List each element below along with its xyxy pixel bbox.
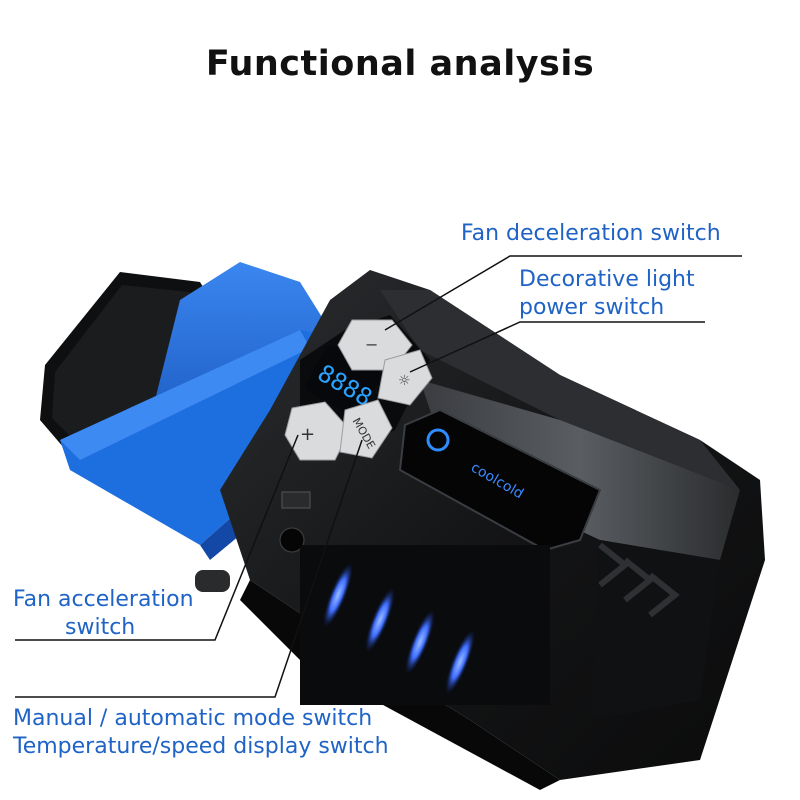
brand-badge: coolcold [398,408,602,552]
fan-deceleration-label: Fan deceleration switch [461,221,721,246]
light-icon: ☼ [398,373,411,389]
led-bar [440,627,480,697]
fan-acceleration-label-line1: Fan acceleration [13,587,194,612]
fan-acceleration-callout: Fan acceleration switch [13,586,194,642]
led-bar [318,560,358,630]
decorative-light-callout: Decorative light power switch [519,266,695,322]
fan-acceleration-label-line2: switch [65,615,136,640]
mode-display-callout: Manual / automatic mode switch Temperatu… [13,705,389,761]
fan-deceleration-callout: Fan deceleration switch [461,220,721,248]
decorative-light-label-line2: power switch [519,295,665,320]
display-switch-label: Temperature/speed display switch [13,734,389,759]
brand-logo-icon [426,428,450,452]
fan-acceleration-button[interactable]: + [284,401,351,461]
decorative-light-label-line1: Decorative light [519,267,695,292]
leader-line-decorative-light [409,321,705,373]
led-bar [400,607,440,677]
leader-line-mode [15,439,363,698]
decorative-light-button[interactable]: ☼ [377,349,433,406]
mode-button[interactable]: MODE [339,399,393,459]
control-panel: 8888 − ☼ + MODE [284,315,433,461]
leader-lines [15,255,742,698]
led-vents [300,545,550,705]
side-ports [195,491,311,592]
minus-icon: − [365,335,378,354]
plus-icon: + [300,424,315,445]
led-bar [360,585,400,655]
leader-line-deceleration [384,255,742,331]
page-title: Functional analysis [205,44,595,84]
mode-switch-label: Manual / automatic mode switch [13,706,373,731]
leader-line-acceleration [15,434,299,641]
